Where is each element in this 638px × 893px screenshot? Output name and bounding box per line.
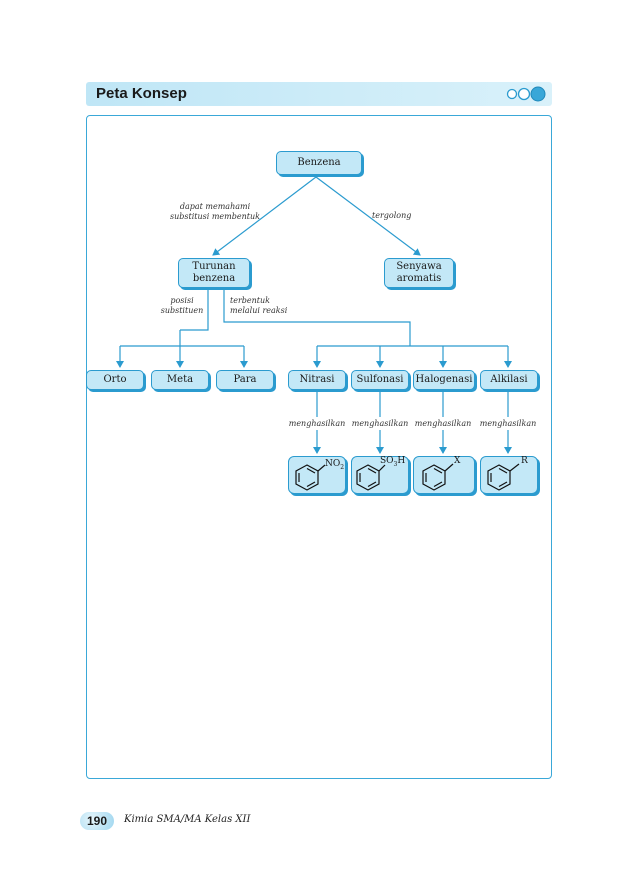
concept-map-panel [86, 115, 552, 779]
product-benzenesulfonic-acid: SO3H [351, 456, 409, 494]
node-label-line1: Senyawa [396, 261, 442, 272]
section-title: Peta Konsep [96, 85, 187, 102]
node-label: Para [233, 374, 257, 385]
label-text: menghasilkan [288, 419, 346, 428]
product-halobenzene: X [413, 456, 475, 494]
label-menghasilkan-sulfonasi: menghasilkan [350, 419, 410, 429]
node-label: Nitrasi [299, 374, 335, 385]
benzene-ring-icon [295, 464, 326, 491]
label-menghasilkan-alkilasi: menghasilkan [478, 419, 538, 429]
label-line1: dapat memahami [179, 202, 251, 211]
concept-map-header: Peta Konsep [86, 82, 552, 106]
node-benzena: Benzena [276, 151, 362, 175]
node-alkilasi: Alkilasi [480, 370, 538, 390]
node-label-line2: aromatis [396, 273, 442, 284]
label-text: menghasilkan [414, 419, 472, 428]
formula-main: SO [380, 456, 394, 466]
benzene-ring-icon [487, 463, 520, 491]
node-label: Alkilasi [490, 374, 528, 385]
node-label-line1: Turunan [192, 261, 236, 272]
label-line2: melalui reaksi [230, 306, 288, 315]
label-posisi-substituen: posisi substituen [160, 296, 204, 316]
label-menghasilkan-halogenasi: menghasilkan [413, 419, 473, 429]
label-terbentuk-melalui-reaksi: terbentuk melalui reaksi [230, 296, 287, 316]
formula-subscript: 3 [393, 460, 398, 468]
formula-subscript: 2 [340, 463, 345, 471]
benzene-ring-icon [422, 463, 454, 491]
label-tergolong: tergolong [372, 211, 411, 221]
node-nitrasi: Nitrasi [288, 370, 346, 390]
label-dapat-memahami: dapat memahami substitusi membentuk [170, 202, 260, 222]
label-line1: posisi [170, 296, 194, 305]
node-halogenasi: Halogenasi [413, 370, 475, 390]
book-title: Kimia SMA/MA Kelas XII [124, 814, 251, 825]
substituent-halogen: X [454, 456, 461, 466]
product-nitrobenzene: NO2 [288, 456, 346, 494]
node-para: Para [216, 370, 274, 390]
node-label: Meta [166, 374, 194, 385]
node-label: Halogenasi [415, 374, 473, 385]
node-sulfonasi: Sulfonasi [351, 370, 409, 390]
substituent-alkyl: R [521, 456, 528, 466]
label-text: tergolong [372, 211, 412, 220]
node-label: Orto [103, 374, 127, 385]
formula-main: NO [325, 459, 341, 469]
node-orto: Orto [86, 370, 144, 390]
page-number-text: 190 [86, 814, 108, 828]
node-meta: Meta [151, 370, 209, 390]
node-label: Sulfonasi [356, 374, 404, 385]
product-alkylbenzene: R [480, 456, 538, 494]
three-circles-icon [506, 86, 546, 102]
label-text: menghasilkan [479, 419, 537, 428]
label-line2: substitusi membentuk [170, 212, 260, 221]
node-label: Benzena [297, 157, 341, 168]
substituent-nitro: NO2 [325, 459, 344, 471]
node-label-line2: benzena [192, 273, 236, 284]
substituent-sulfo: SO3H [380, 456, 405, 468]
label-line1: terbentuk [230, 296, 270, 305]
formula-tail: H [397, 456, 406, 466]
page-number: 190 [80, 812, 114, 830]
node-senyawa-aromatis: Senyawa aromatis [384, 258, 454, 288]
label-line2: substituen [160, 306, 204, 315]
label-text: menghasilkan [351, 419, 409, 428]
node-turunan-benzena: Turunan benzena [178, 258, 250, 288]
benzene-ring-icon [356, 464, 386, 491]
label-menghasilkan-nitrasi: menghasilkan [287, 419, 347, 429]
